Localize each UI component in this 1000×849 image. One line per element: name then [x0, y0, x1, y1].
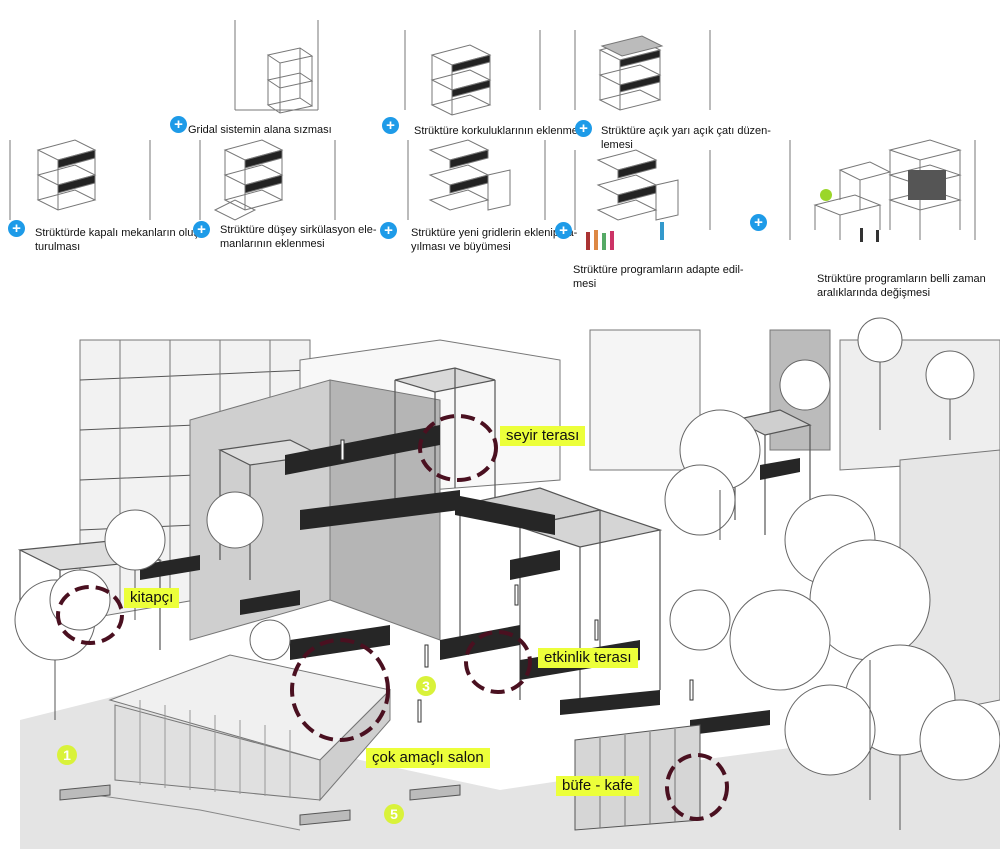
ring-seyir	[418, 414, 498, 482]
label-bufe-kafe: büfe - kafe	[556, 776, 639, 796]
street-furniture	[59, 784, 461, 826]
plus-icon: +	[575, 120, 592, 137]
main-drawing	[14, 317, 1000, 849]
marker-1: 1	[57, 745, 77, 765]
sketch-2	[404, 30, 541, 116]
human-figures	[340, 439, 694, 723]
plus-icon: +	[750, 214, 767, 231]
sketch-4	[9, 139, 151, 220]
label-cok-amacli-salon: çok amaçlı salon	[366, 748, 490, 768]
marker-3: 3	[416, 676, 436, 696]
trees	[14, 317, 1000, 781]
ring-etkinlik	[464, 630, 532, 694]
plus-icon: +	[555, 222, 572, 239]
highlight-rings	[56, 414, 729, 821]
label-kitapci: kitapçı	[124, 588, 180, 608]
sketch-7	[574, 149, 711, 250]
plus-icon: +	[382, 117, 399, 134]
ring-salon	[290, 638, 390, 742]
step-7-caption: Strüktüre programların adapte edil- mesi	[573, 264, 744, 290]
label-etkinlik-terasi: etkinlik terası	[538, 648, 638, 668]
step-sketches	[9, 20, 976, 250]
sketch-1	[234, 20, 319, 114]
step-4-caption: Strüktürde kapalı mekanların oluş- turul…	[35, 227, 203, 253]
plus-icon: +	[193, 221, 210, 238]
step-1-caption: Gridal sistemin alana sızması	[188, 124, 332, 136]
sketch-6	[407, 139, 546, 220]
step-2-caption: Strüktüre korkuluklarının eklenmesi	[414, 125, 586, 137]
plus-icon: +	[170, 116, 187, 133]
plus-icon: +	[380, 222, 397, 239]
sketch-8	[789, 139, 976, 242]
sketch-3	[574, 30, 711, 111]
step-6-caption: Strüktüre yeni gridlerin eklenip ya- yıl…	[411, 227, 577, 253]
sketch-5	[199, 139, 336, 221]
marker-5: 5	[384, 804, 404, 824]
step-8-caption: Strüktüre programların belli zaman aralı…	[817, 273, 986, 299]
ring-kitapci	[56, 585, 124, 645]
step-5-caption: Strüktüre düşey sirkülasyon ele- manları…	[220, 224, 377, 250]
pavilion	[108, 654, 392, 802]
ring-bufe	[665, 753, 729, 821]
plus-icon: +	[8, 220, 25, 237]
label-seyir-terasi: seyir terası	[500, 426, 586, 446]
step-3-caption: Strüktüre açık yarı açık çatı düzen- lem…	[601, 125, 771, 151]
